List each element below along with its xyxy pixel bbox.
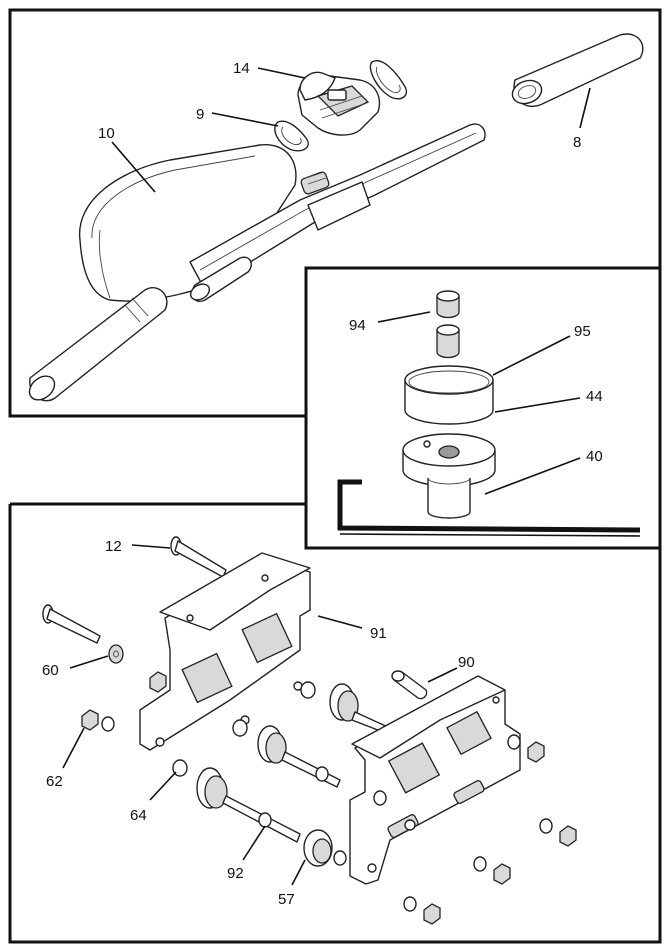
roller-lower-57 bbox=[196, 767, 347, 867]
callout-60: 60 bbox=[42, 662, 59, 679]
right-nuts-washers bbox=[373, 734, 577, 925]
leader-9 bbox=[211, 112, 279, 127]
callout-57: 57 bbox=[278, 891, 295, 908]
leader-91 bbox=[317, 615, 363, 629]
callout-40: 40 bbox=[586, 448, 603, 465]
callout-12: 12 bbox=[105, 538, 122, 555]
roller-upper bbox=[300, 681, 391, 735]
leader-57 bbox=[291, 859, 306, 886]
leader-60 bbox=[69, 655, 109, 669]
leader-14 bbox=[257, 67, 306, 79]
callout-9: 9 bbox=[196, 106, 204, 123]
callout-10: 10 bbox=[98, 125, 115, 142]
pivot-disk-40 bbox=[402, 433, 496, 519]
handlebar-tube bbox=[189, 123, 486, 291]
callout-95: 95 bbox=[574, 323, 591, 340]
spacer-64 bbox=[172, 759, 188, 777]
leader-10 bbox=[111, 141, 156, 193]
bolt-12 bbox=[170, 536, 227, 578]
base-bracket bbox=[337, 479, 641, 533]
leader-40 bbox=[484, 457, 581, 495]
nut-62 bbox=[81, 671, 167, 732]
clip-rings bbox=[274, 60, 408, 152]
bolt-60 bbox=[42, 604, 124, 664]
leader-8 bbox=[579, 87, 591, 129]
callout-92: 92 bbox=[227, 865, 244, 882]
leader-95 bbox=[492, 335, 571, 376]
callout-91: 91 bbox=[370, 625, 387, 642]
grip-insert bbox=[189, 256, 252, 302]
leader-64 bbox=[149, 771, 177, 801]
bottom-panel-frame bbox=[8, 502, 662, 944]
bracket-assembly-panel: 12 91 60 90 62 64 92 57 bbox=[8, 502, 662, 944]
leader-90 bbox=[427, 667, 458, 683]
leader-12 bbox=[131, 544, 171, 549]
leader-92 bbox=[242, 825, 266, 861]
leader-62 bbox=[62, 727, 85, 769]
leader-44 bbox=[494, 397, 581, 413]
handlebar-panel: 14 9 10 8 bbox=[8, 8, 662, 418]
left-grip bbox=[28, 287, 168, 402]
spacer-ring-95 bbox=[404, 365, 494, 425]
callout-90: 90 bbox=[458, 654, 475, 671]
callout-62: 62 bbox=[46, 773, 63, 790]
pin-90 bbox=[391, 670, 428, 700]
roller-middle bbox=[232, 719, 341, 788]
callout-44: 44 bbox=[586, 388, 603, 405]
callout-14: 14 bbox=[233, 60, 250, 77]
pulse-sensor-housing bbox=[297, 71, 381, 136]
bushing-inset-panel: 94 95 44 40 bbox=[304, 266, 662, 550]
leader-94 bbox=[377, 311, 431, 323]
right-bracket bbox=[349, 675, 521, 885]
bushing-94 bbox=[436, 290, 460, 359]
right-grip bbox=[511, 33, 644, 107]
left-bracket-91 bbox=[139, 552, 311, 751]
callout-64: 64 bbox=[130, 807, 147, 824]
callout-94: 94 bbox=[349, 317, 366, 334]
callout-8: 8 bbox=[573, 134, 581, 151]
